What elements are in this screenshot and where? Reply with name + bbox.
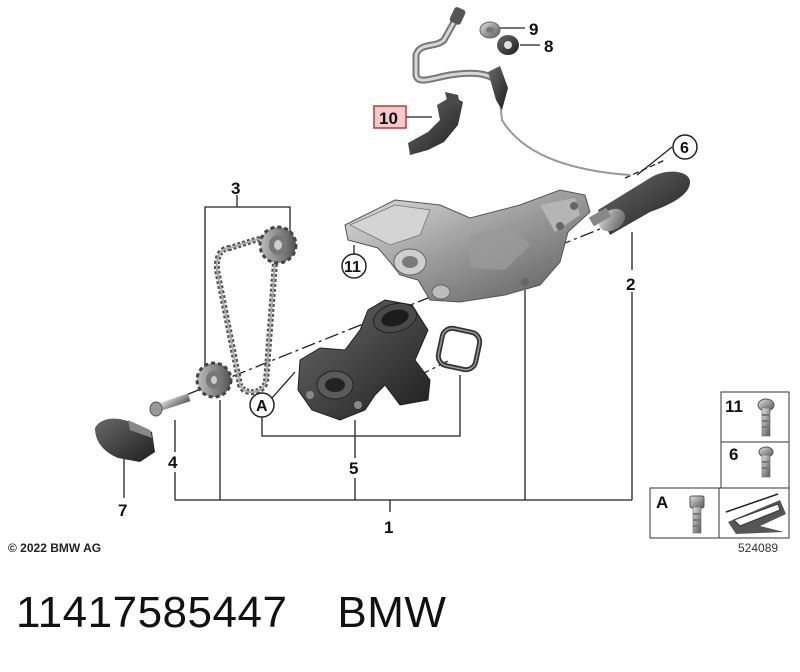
screw-icon-11 [757,398,775,437]
chain-and-sprockets-part [195,225,298,399]
sensor-tube [412,7,631,176]
callout-11: 11 [344,259,361,276]
callout-7: 7 [118,501,127,520]
cover-part [95,418,155,462]
bolt-part [149,393,191,417]
seal-ring-part [497,35,519,55]
callout-labels: 1 2 3 4 5 7 8 9 [118,20,635,537]
intake-pipe-part [297,299,431,421]
diagram-reference-number: 524089 [738,541,779,555]
part-number: 11417585447 [16,588,288,637]
oil-pump-body [344,189,591,303]
nut-part [479,21,501,39]
part-caption: 11417585447 BMW [16,588,446,638]
callout-A-circle: A [249,392,275,418]
screw-icon-A [689,495,705,534]
legend-label-A: A [656,493,668,512]
callout-6-circle: 6 [672,134,698,160]
callout-10-highlight: 10 [373,105,407,129]
brand-name: BMW [337,588,447,637]
callout-11-circle: 11 [341,253,367,279]
legend-label-6: 6 [729,445,738,464]
callout-6: 6 [680,140,689,157]
solenoid-valve-part [588,171,690,235]
callout-4: 4 [168,453,178,472]
fastener-legend: 11 6 A [649,391,790,539]
callout-1: 1 [384,518,393,537]
arrow-symbol-icon [725,493,786,534]
callout-10: 10 [379,109,398,128]
callout-5: 5 [349,459,358,478]
sensor-bracket [488,66,508,110]
callout-8: 8 [544,37,553,56]
copyright-text: © 2022 BMW AG [8,541,102,555]
callout-3: 3 [231,179,240,198]
screw-icon-6 [758,446,774,478]
callout-2: 2 [626,275,635,294]
callout-9: 9 [529,20,538,39]
legend-label-11: 11 [725,397,743,416]
clip-bracket-part [408,92,463,155]
gasket-ring-part [435,325,483,373]
callout-A: A [256,398,268,415]
